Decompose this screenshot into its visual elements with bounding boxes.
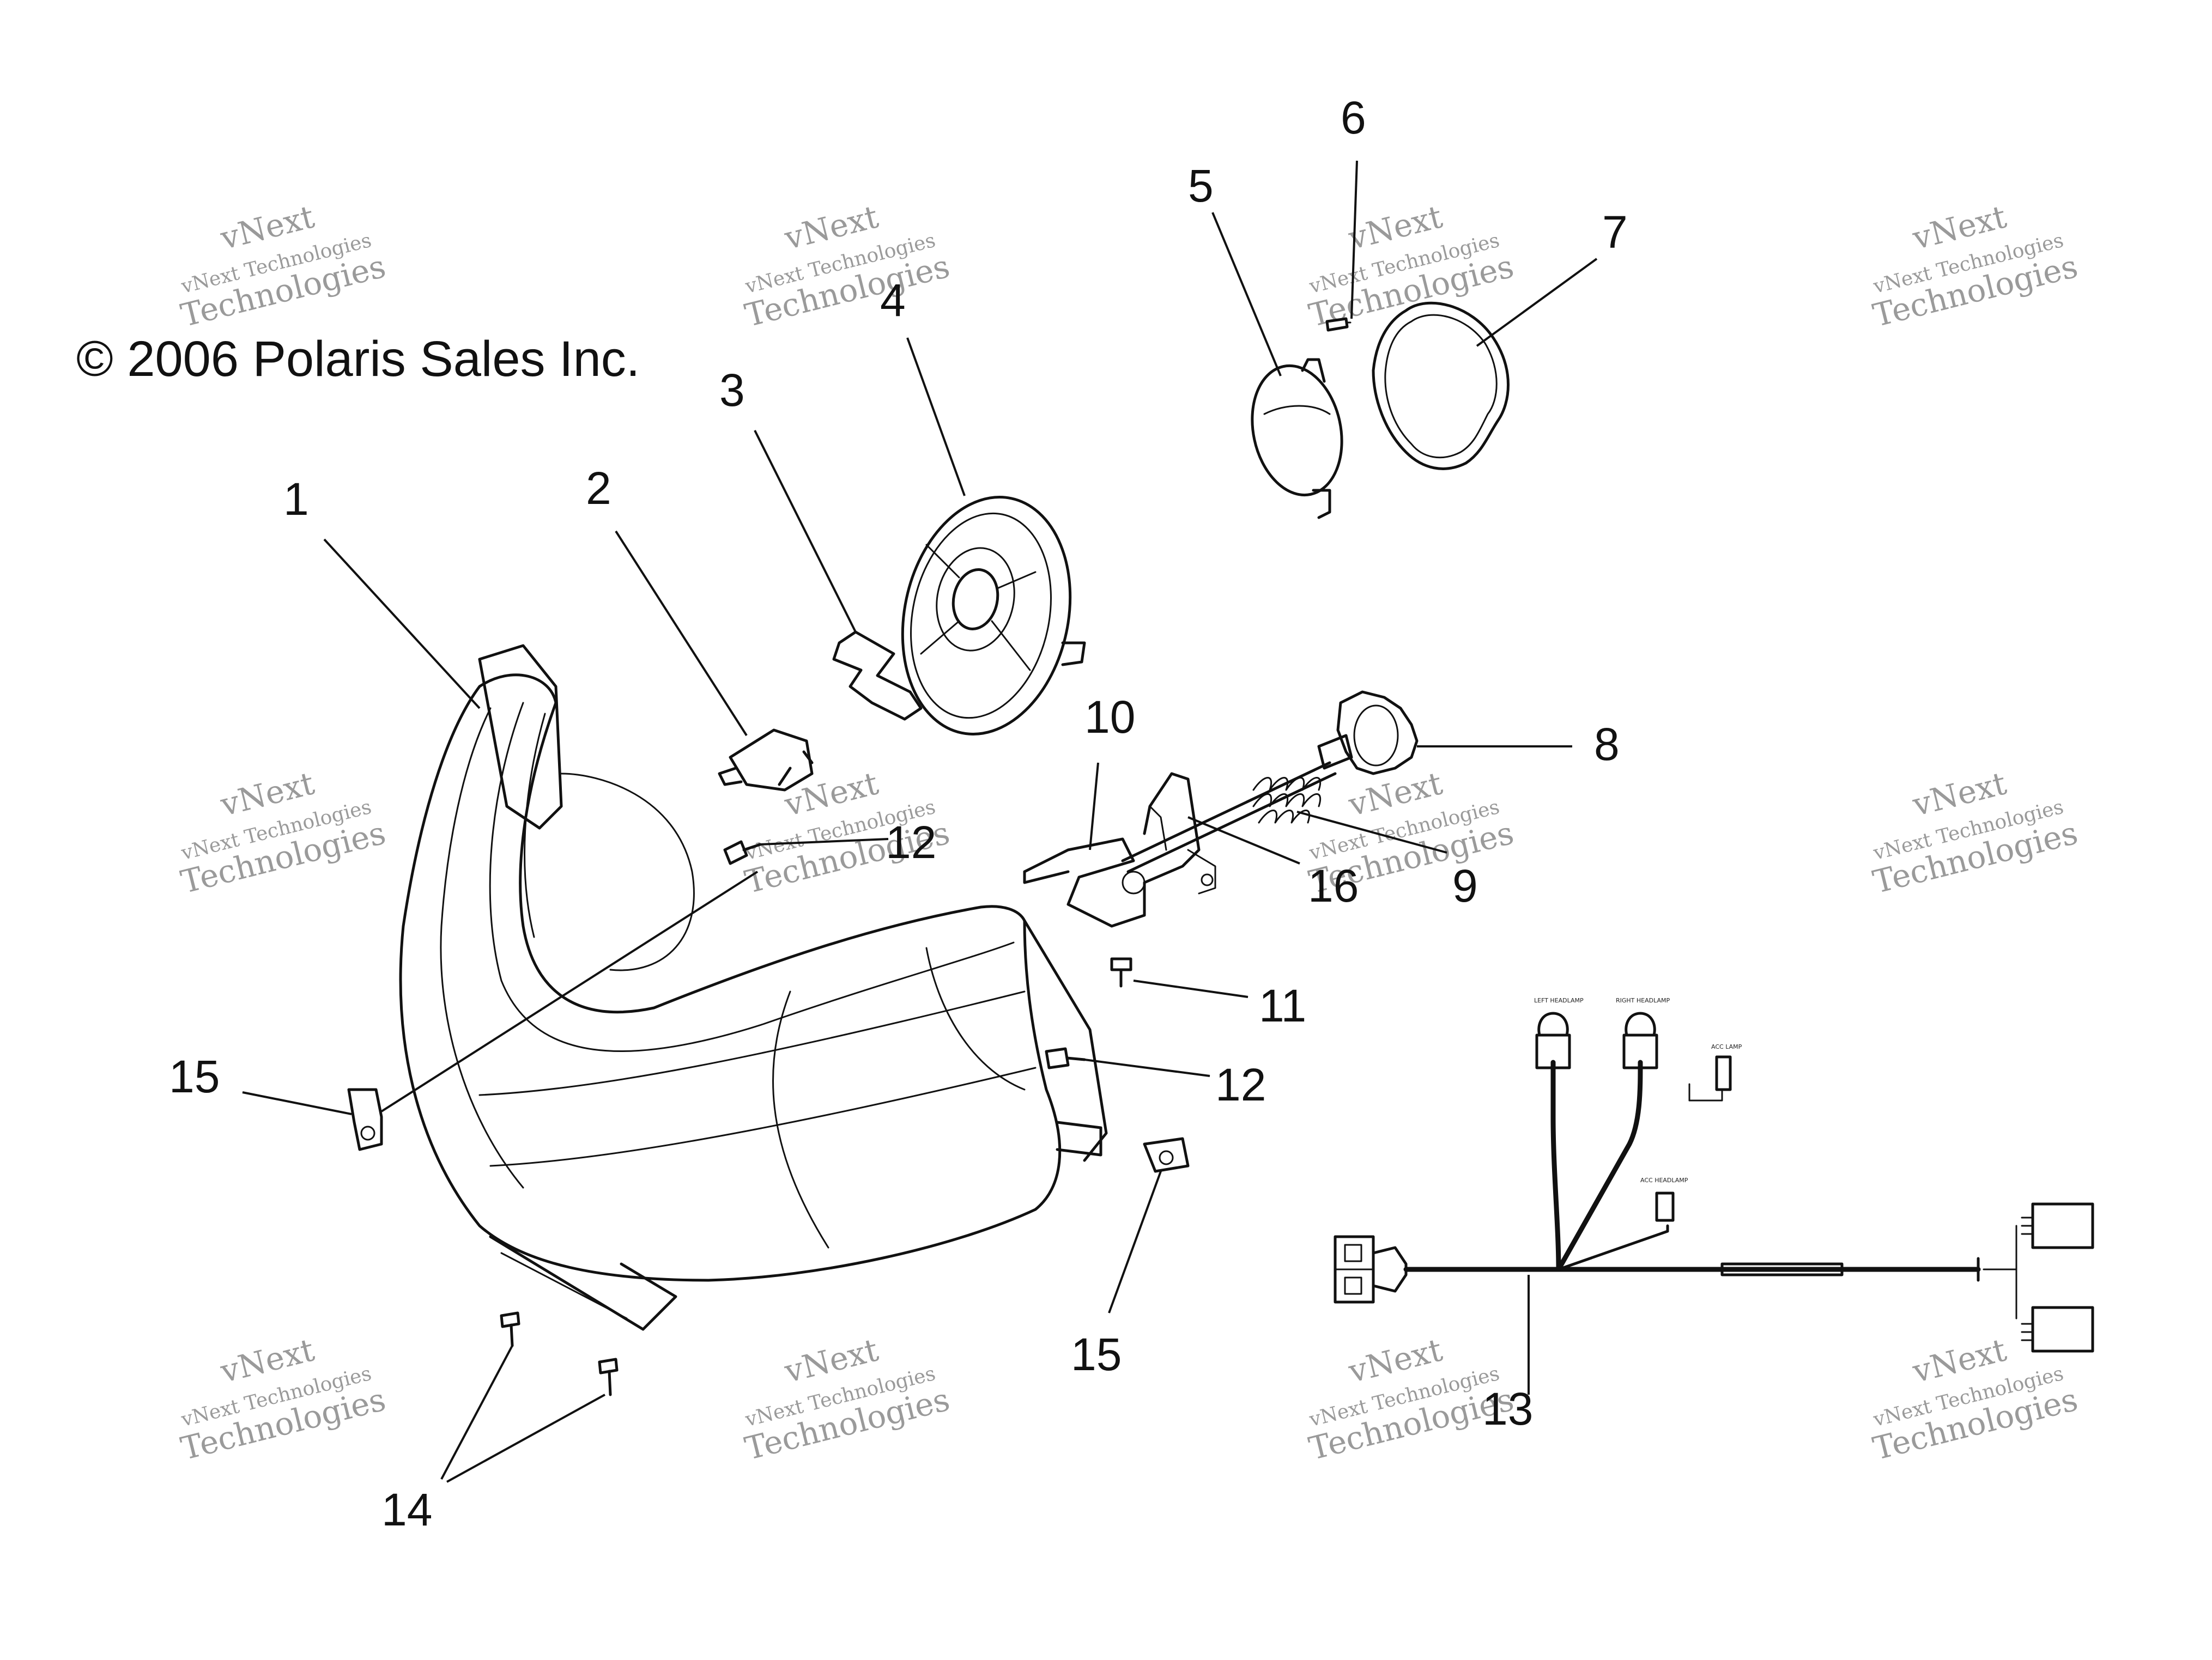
part-2-bulb: [718, 728, 814, 792]
callout-15-left: 15: [169, 1051, 220, 1102]
callout-12-upper: 12: [886, 817, 936, 868]
part-15-clip-right: [1143, 1137, 1190, 1173]
part-11-screw: [1110, 957, 1132, 988]
leader-15a: [242, 1091, 352, 1115]
part-16-adjuster-rod: [1121, 761, 1337, 873]
part-10-bracket: [1023, 772, 1216, 928]
part-12-screw-lower: [1045, 1047, 1086, 1069]
label-acc-lamp: ACC LAMP: [1711, 1043, 1742, 1050]
label-left-headlamp: LEFT HEADLAMP: [1534, 997, 1584, 1004]
callout-4: 4: [880, 275, 906, 326]
callout-3: 3: [719, 364, 745, 416]
part-7-gasket: [1372, 301, 1510, 470]
copyright-notice: © 2006 Polaris Sales Inc.: [76, 331, 640, 387]
leader-9: [1296, 811, 1447, 854]
leader-12b: [1084, 1059, 1210, 1077]
watermark: vNext vNext Technologies Technologies: [177, 198, 389, 334]
callout-15-right: 15: [1071, 1329, 1122, 1380]
part-5-lens-cover: [1251, 358, 1343, 519]
leader-3: [754, 430, 857, 633]
leader-2: [615, 530, 748, 737]
leader-12a: [760, 838, 889, 846]
callout-11: 11: [1259, 980, 1306, 1031]
part-13-wiring-harness: LEFT HEADLAMP RIGHT HEADLAMP ACC LAMP AC…: [1334, 997, 2094, 1353]
leader-5: [1211, 212, 1282, 376]
leader-10: [1089, 762, 1099, 850]
callout-16: 16: [1308, 860, 1359, 911]
callout-9: 9: [1452, 860, 1478, 911]
part-9-spring: [1252, 777, 1322, 824]
callout-2: 2: [586, 463, 611, 514]
watermark: vNext vNext Technologies Technologies: [1869, 1331, 2081, 1467]
part-14-push-pin-b: [598, 1358, 619, 1396]
watermark: vNext vNext Technologies Technologies: [741, 1331, 953, 1467]
watermark: vNext vNext Technologies Technologies: [741, 198, 953, 334]
leader-14a: [440, 1345, 513, 1480]
callout-1: 1: [283, 473, 309, 525]
part-14-push-pin-a: [500, 1311, 520, 1347]
callout-6: 6: [1341, 92, 1366, 143]
leader-16: [1187, 816, 1300, 865]
part-8-adjuster-knob: [1317, 690, 1419, 775]
callout-12-lower: 12: [1215, 1059, 1266, 1110]
part-1-headlamp-housing: [399, 644, 1108, 1331]
leader-7: [1476, 258, 1598, 347]
leader-lines: [242, 160, 1598, 1483]
leader-14b: [446, 1394, 605, 1483]
leader-1: [323, 538, 481, 709]
callout-7: 7: [1602, 206, 1628, 258]
part-4-reflector: [901, 496, 1086, 735]
part-3-retaining-clip: [832, 630, 923, 721]
callout-13: 13: [1482, 1383, 1533, 1434]
leader-6: [1350, 160, 1358, 319]
leader-15a-ext: [380, 871, 759, 1112]
callout-5: 5: [1188, 160, 1214, 211]
watermark: vNext vNext Technologies Technologies: [1869, 764, 2081, 901]
callout-10: 10: [1084, 691, 1135, 743]
callout-14: 14: [381, 1484, 432, 1535]
leader-4: [906, 337, 966, 496]
part-6-screw: [1325, 317, 1352, 332]
part-12-screw-upper: [723, 840, 762, 865]
callout-numbers: 1 2 3 4 5 6 7 8 9 10 11 12 12 13 14 15 1…: [169, 92, 1628, 1535]
label-acc-headlamp: ACC HEADLAMP: [1640, 1177, 1688, 1184]
watermark: vNext vNext Technologies Technologies: [177, 764, 389, 901]
watermark: vNext vNext Technologies Technologies: [1869, 198, 2081, 334]
label-right-headlamp: RIGHT HEADLAMP: [1616, 997, 1670, 1004]
callout-8: 8: [1594, 719, 1620, 770]
part-15-clip-left: [347, 1088, 383, 1151]
watermark: vNext vNext Technologies Technologies: [177, 1331, 389, 1467]
leader-11: [1133, 980, 1249, 998]
leader-15b: [1108, 1171, 1162, 1314]
